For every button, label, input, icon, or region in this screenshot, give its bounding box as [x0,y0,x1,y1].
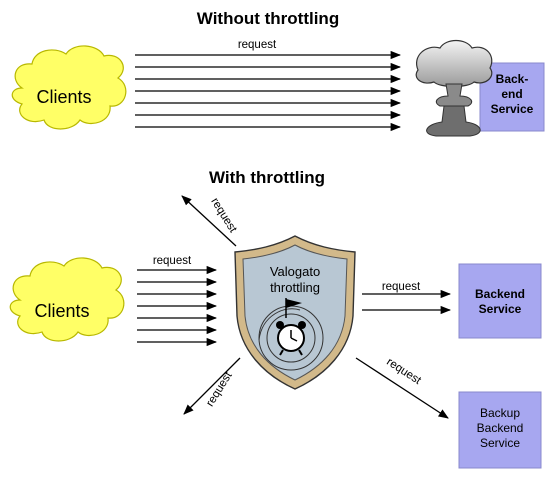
backend-label-top-line2: end [501,87,522,101]
request-arrows-top [135,50,402,132]
title-without-throttling: Without throttling [197,9,339,28]
title-with-throttling: With throttling [209,168,325,187]
shield-label-line1: Valogato [270,264,320,279]
request-label-rejected-top: request [208,196,239,236]
alarm-clock-icon [276,321,306,356]
request-label-backup: request [384,356,423,387]
clients-label-bottom: Clients [34,301,89,321]
backend-label-bottom-line2: Service [479,302,522,316]
mushroom-cloud-icon [415,39,493,137]
rejected-arrow-top [181,195,237,247]
backup-label-line1: Backup [480,406,520,420]
backend-service-box-top: Back- end Service [479,62,545,132]
backend-label-top-line1: Back- [496,72,529,86]
backup-label-line2: Backend [477,421,524,435]
backend-service-box-bottom: Backend Service [458,263,542,339]
request-label-forwarded: request [382,281,421,293]
backup-backend-service-box: Backup Backend Service [458,391,542,469]
clients-label-top: Clients [36,87,91,107]
backend-label-top-line3: Service [491,102,534,116]
backend-label-bottom-line1: Backend [475,287,525,301]
backup-arrow [355,357,449,419]
clients-cloud-top: Clients [11,45,127,130]
backup-label-line3: Service [480,436,520,450]
request-label-top: request [238,39,277,51]
clients-cloud-bottom: Clients [9,257,125,342]
throttling-shield: Valogato throttling [234,235,356,390]
rejected-arrow-bottom [183,357,241,415]
request-label-incoming: request [153,255,192,267]
shield-label-line2: throttling [270,280,320,295]
flag-icon [285,298,302,318]
request-arrows-bottom [137,265,218,347]
